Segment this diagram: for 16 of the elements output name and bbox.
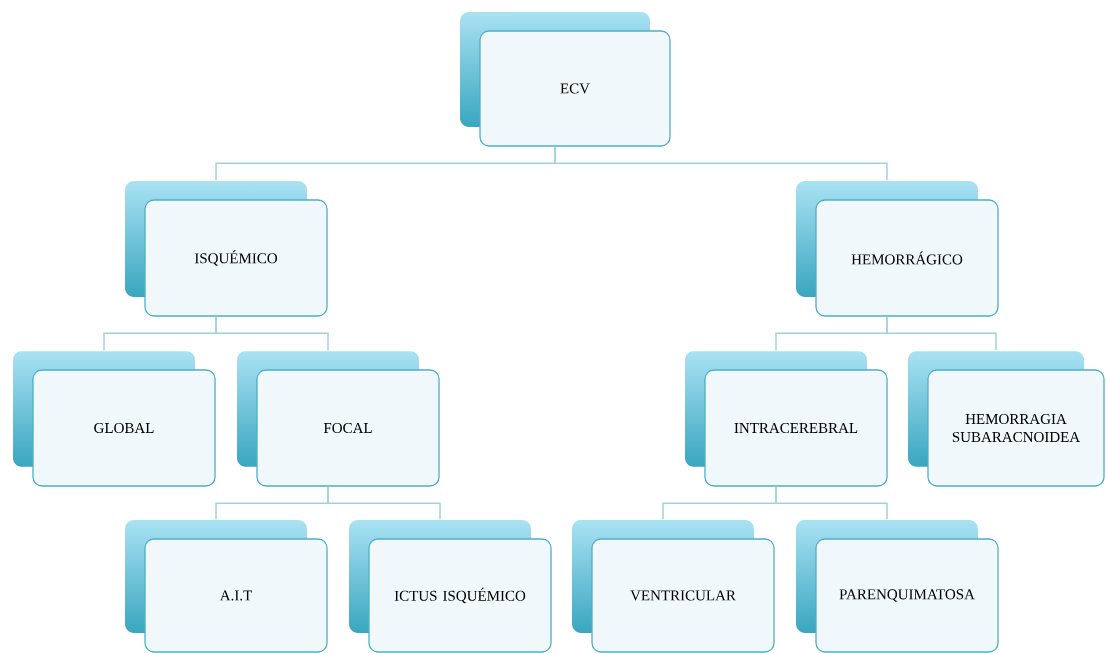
connector-line	[775, 485, 888, 521]
tab-box: FOCAL	[256, 369, 440, 487]
tab-box: GLOBAL	[32, 369, 216, 487]
tab-box: HEMORRÁGICO	[815, 199, 999, 317]
tab-box: HEMORRAGIA SUBARACNOIDEA	[927, 369, 1105, 487]
tab-box: VENTRICULAR	[591, 538, 775, 653]
tab-box: A.I.T	[144, 538, 328, 653]
tab-box: ISQUÉMICO	[144, 199, 328, 317]
tab-box: PARENQUIMATOSA	[815, 538, 999, 653]
connector-line	[886, 315, 997, 352]
tab-box: INTRACEREBRAL	[704, 369, 888, 487]
tab-box: ECV	[479, 30, 671, 147]
tab-box: ICTUS ISQUÉMICO	[368, 538, 552, 653]
connector-line	[554, 145, 888, 182]
connector-line	[215, 315, 329, 352]
connector-line	[327, 485, 441, 521]
